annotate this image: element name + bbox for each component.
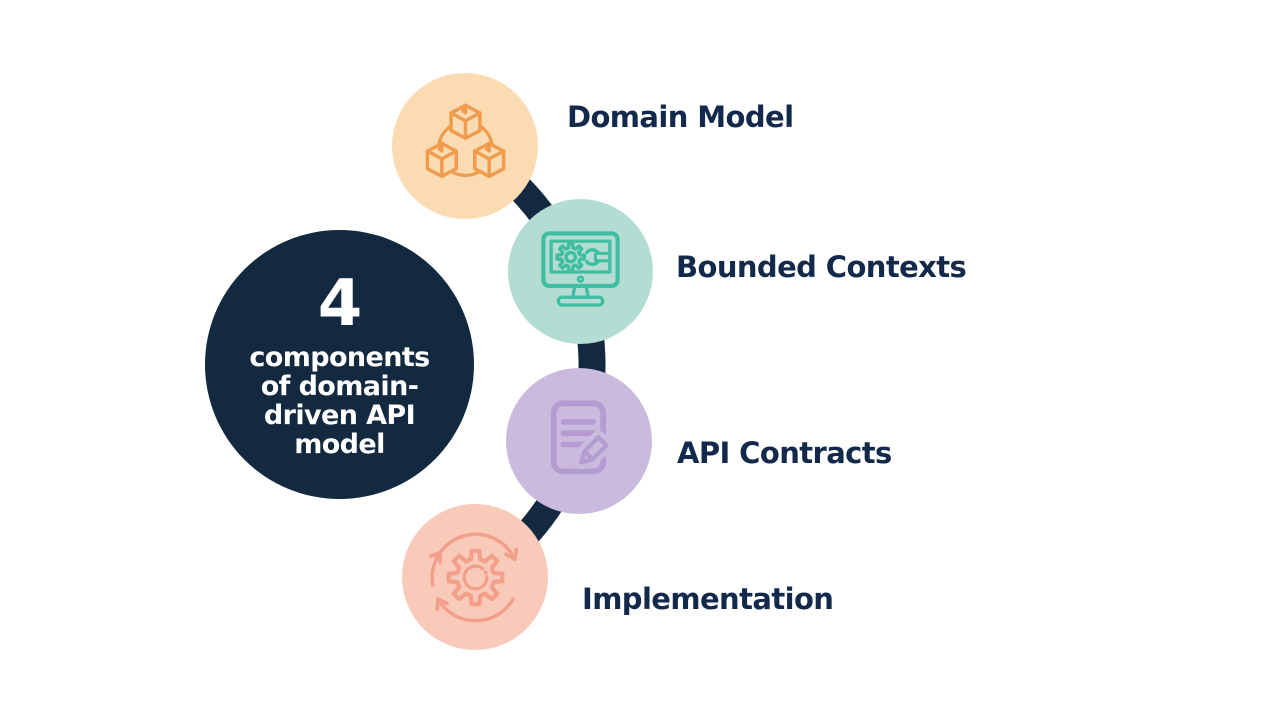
caption-line: driven API <box>263 399 416 431</box>
node-bounded-contexts <box>508 199 653 344</box>
label-bounded-contexts: Bounded Contexts <box>676 250 967 284</box>
packages-icon <box>425 103 505 178</box>
gear-cycle-arrows-icon <box>428 531 518 622</box>
caption-line: components <box>249 341 430 373</box>
document-pencil-icon <box>550 400 613 474</box>
center-number: 4 <box>317 266 363 341</box>
center-caption: components of domain- driven API model <box>249 341 430 460</box>
label-implementation: Implementation <box>582 582 834 616</box>
label-domain-model: Domain Model <box>567 100 794 134</box>
node-implementation <box>402 504 548 650</box>
center-circle: 4 components of domain- driven API model <box>205 230 474 499</box>
caption-line: model <box>294 428 385 460</box>
label-api-contracts: API Contracts <box>677 436 892 470</box>
node-domain-model <box>392 73 538 219</box>
node-api-contracts <box>506 368 652 514</box>
monitor-gear-wrench-icon <box>541 231 620 307</box>
caption-line: of domain- <box>260 370 419 402</box>
